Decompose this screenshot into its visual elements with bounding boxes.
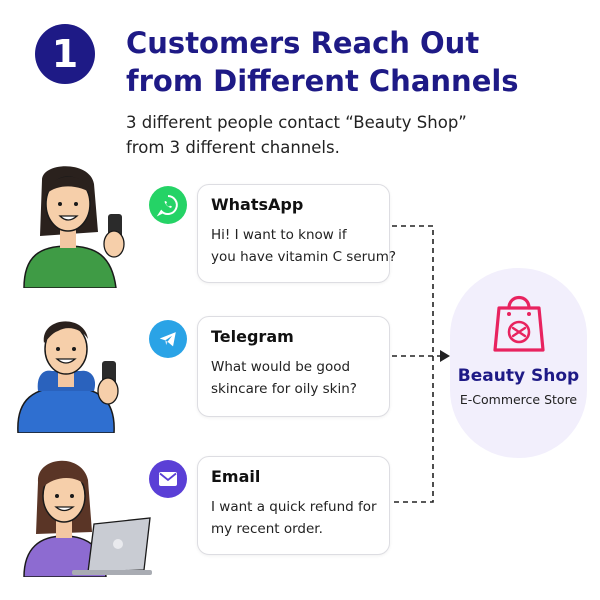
page-title: Customers Reach Out from Different Chann… xyxy=(126,24,586,100)
step-number-badge: 1 xyxy=(35,24,95,84)
channel-name: Telegram xyxy=(211,327,294,346)
message-line: skincare for oily skin? xyxy=(211,381,357,397)
title-line-1: Customers Reach Out xyxy=(126,26,480,60)
telegram-icon xyxy=(149,320,187,358)
message-line: Hi! I want to know if xyxy=(211,227,347,243)
subtitle-line-2: from 3 different channels. xyxy=(126,138,340,157)
message-text: What would be good skincare for oily ski… xyxy=(211,356,377,400)
customer-man-with-phone xyxy=(17,321,119,433)
message-text: Hi! I want to know if you have vitamin C… xyxy=(211,224,397,268)
channel-name: WhatsApp xyxy=(211,195,304,214)
store-node: Beauty Shop E-Commerce Store xyxy=(450,268,587,458)
shopping-bag-icon xyxy=(492,295,545,352)
message-line: What would be good xyxy=(211,359,351,375)
message-line: I want a quick refund for xyxy=(211,499,377,515)
customer-woman-with-laptop xyxy=(23,460,152,577)
message-card-telegram: Telegram What would be good skincare for… xyxy=(197,316,390,417)
title-line-2: from Different Channels xyxy=(126,64,519,98)
message-card-whatsapp: WhatsApp Hi! I want to know if you have … xyxy=(197,184,397,283)
channel-name: Email xyxy=(211,467,261,486)
page-subtitle: 3 different people contact “Beauty Shop”… xyxy=(126,110,586,160)
message-card-email: Email I want a quick refund for my recen… xyxy=(197,456,390,555)
subtitle-line-1: 3 different people contact “Beauty Shop” xyxy=(126,113,467,132)
message-line: you have vitamin C serum? xyxy=(211,249,397,265)
message-text: I want a quick refund for my recent orde… xyxy=(211,496,377,540)
store-subtitle: E-Commerce Store xyxy=(459,392,578,407)
customer-woman-with-phone xyxy=(23,166,125,288)
store-name: Beauty Shop xyxy=(457,366,580,386)
whatsapp-icon xyxy=(149,186,187,224)
message-line: my recent order. xyxy=(211,521,323,537)
email-icon xyxy=(149,460,187,498)
